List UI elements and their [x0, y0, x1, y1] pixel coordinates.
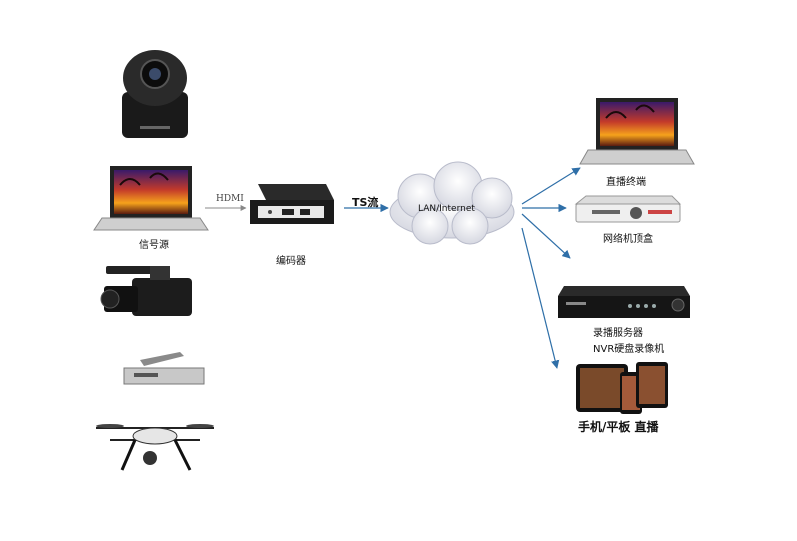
ptz-camera-icon: [122, 50, 188, 138]
camcorder-icon: [100, 266, 192, 316]
mobile-tablet-icon: [576, 362, 668, 414]
source-label: 信号源: [139, 240, 169, 251]
drone-icon: [96, 424, 214, 471]
network-label: LAN/Internet: [418, 204, 475, 214]
nvr-label: NVR硬盘录像机: [593, 344, 665, 355]
mobile-label: 手机/平板 直播: [578, 420, 659, 434]
source-laptop-icon: [93, 166, 209, 231]
live-terminal-label: 直播终端: [606, 177, 646, 188]
encoder-label: 编码器: [276, 256, 306, 267]
arrow-to-record-server: [521, 213, 571, 259]
record-server-icon: [558, 286, 690, 318]
stb-label: 网络机顶盒: [603, 234, 653, 245]
arrow-to-mobile: [521, 227, 560, 369]
encoder-device-icon: [250, 184, 334, 224]
settop-box-icon: [123, 352, 205, 385]
record-server-label: 录播服务器: [593, 328, 643, 339]
hdmi-label: HDMI: [216, 194, 244, 204]
live-terminal-laptop-icon: [579, 98, 695, 165]
network-cloud-icon: [389, 161, 515, 245]
stb-output-icon: [574, 195, 682, 223]
arrow-to-live-terminal: [521, 167, 581, 205]
ts-stream-label: TS流: [352, 196, 379, 209]
